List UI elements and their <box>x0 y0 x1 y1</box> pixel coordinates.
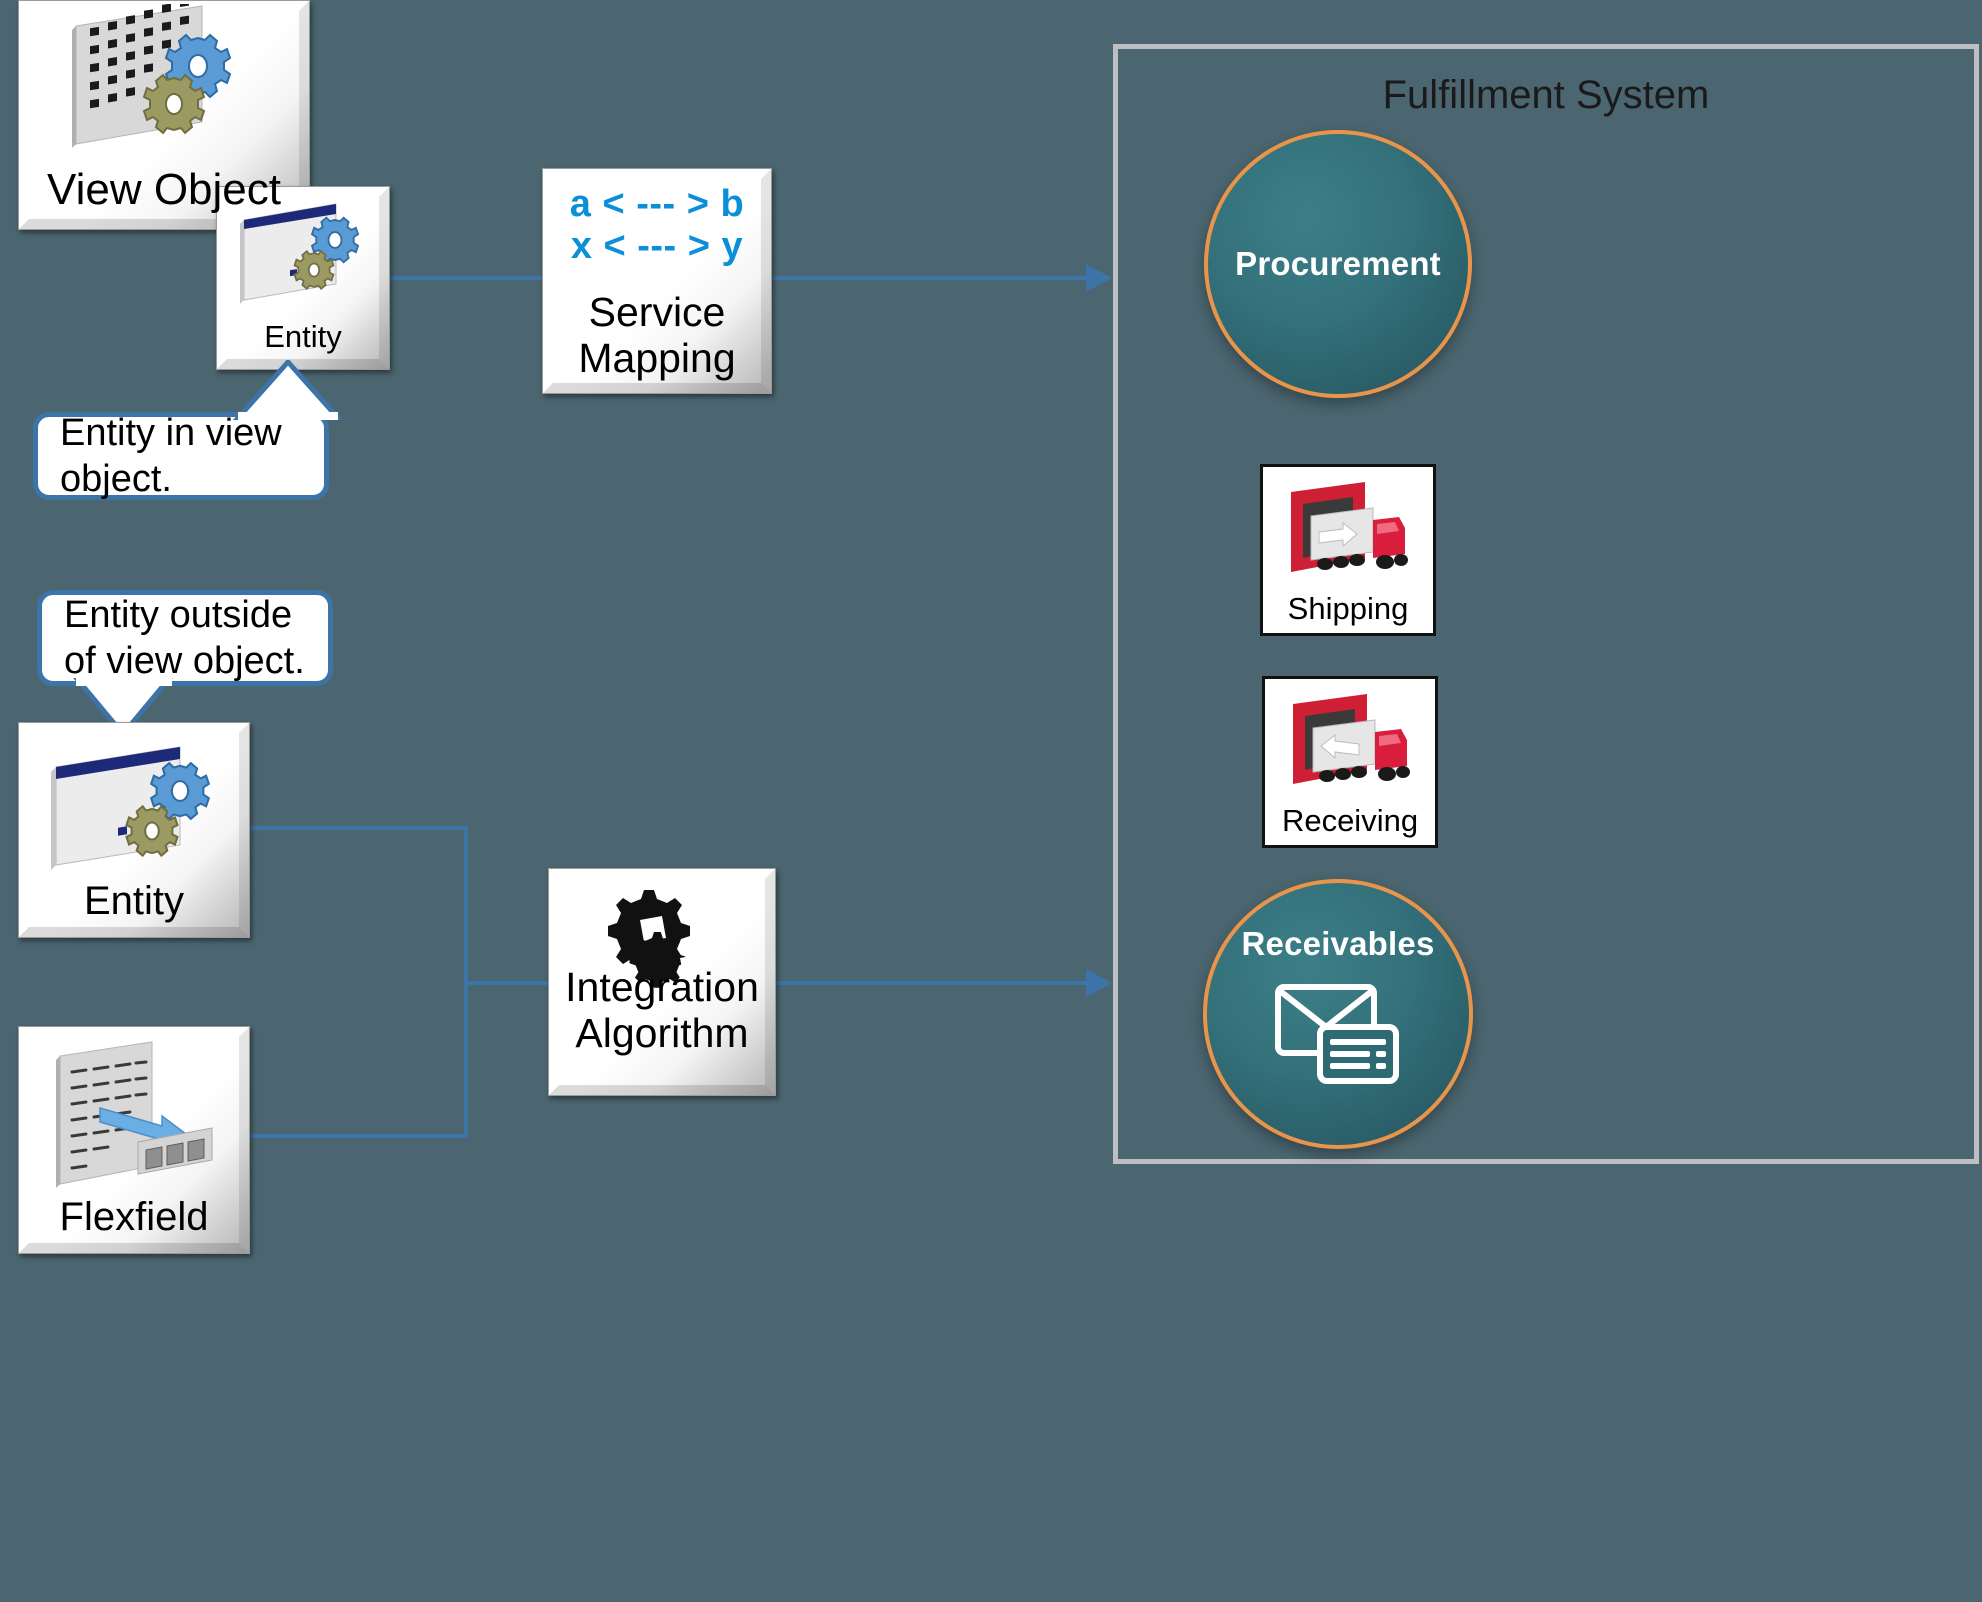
receiving-label: Receiving <box>1281 803 1419 838</box>
receivables-circle[interactable]: Receivables <box>1203 879 1473 1149</box>
entity-in-view-object-label: Entity <box>264 319 342 354</box>
view-object-tile[interactable]: View Object <box>18 0 310 230</box>
connector-integration-to-fulfillment <box>772 981 1090 985</box>
entity-outside-view-object-label: Entity <box>83 879 185 923</box>
receivables-label: Receivables <box>1241 925 1435 962</box>
flexfield-tile[interactable]: Flexfield <box>18 1026 250 1254</box>
integration-algorithm-title-line-2: Algorithm <box>575 1010 749 1056</box>
service-mapping-title-line-1: Service <box>588 288 726 335</box>
flexfield-label: Flexfield <box>59 1195 209 1239</box>
arrow-service-mapping-to-fulfillment <box>1086 264 1112 292</box>
callout-entity-in-view-object-tail <box>232 360 344 420</box>
integration-algorithm-tile[interactable]: Integration Algorithm <box>548 868 776 1096</box>
connector-service-mapping-to-fulfillment <box>770 276 1090 280</box>
callout2-line1: Entity outside <box>64 593 293 636</box>
callout-entity-in-view-object-text: Entity in view object. <box>60 410 282 503</box>
connector-elbow-to-integration <box>464 981 556 985</box>
service-mapping-line-1: a < --- > b <box>569 182 745 225</box>
callout2-line2: of view object. <box>64 640 305 682</box>
procurement-circle[interactable]: Procurement <box>1204 130 1472 398</box>
truck-loading-dock-outbound-icon <box>1263 475 1433 587</box>
service-mapping-line-2: x < --- > y <box>570 225 744 268</box>
shipping-tile[interactable]: Shipping <box>1260 464 1436 636</box>
arrow-integration-to-fulfillment <box>1086 969 1112 997</box>
integration-algorithm-title-line-1: Integration <box>565 964 759 1011</box>
connector-entity-to-service-mapping <box>388 276 553 280</box>
callout-entity-outside-view-object: Entity outside of view object. <box>37 590 333 686</box>
view-object-grid-gears-icon <box>19 4 309 148</box>
service-mapping-expressions: a < --- > b x < --- > y <box>570 183 744 268</box>
view-object-label: View Object <box>47 165 281 214</box>
service-mapping-tile[interactable]: a < --- > b x < --- > y Service Mapping <box>542 168 772 394</box>
connector-flexfield-elbow-bottom <box>250 1134 468 1138</box>
envelope-invoice-icon <box>1268 977 1408 1094</box>
integration-algorithm-title: Integration Algorithm <box>565 964 759 1057</box>
service-mapping-title-line-2: Mapping <box>578 334 736 381</box>
callout-entity-outside-view-object-tail <box>73 678 173 738</box>
callout-entity-in-view-object: Entity in view object. <box>33 412 329 500</box>
service-mapping-title: Service Mapping <box>578 288 736 382</box>
shipping-label: Shipping <box>1287 591 1409 626</box>
callout-entity-outside-view-object-text: Entity outside of view object. <box>64 592 305 685</box>
procurement-label: Procurement <box>1235 245 1441 282</box>
receiving-tile[interactable]: Receiving <box>1262 676 1438 848</box>
fulfillment-system-title: Fulfillment System <box>1382 73 1710 117</box>
fulfillment-system-panel: Fulfillment System <box>1113 44 1979 1164</box>
entity-outside-view-object-tile[interactable]: Entity <box>18 722 250 938</box>
connector-entity-outside-elbow-top <box>250 826 468 830</box>
truck-loading-dock-inbound-icon <box>1265 687 1435 799</box>
entity-window-gears-icon <box>217 197 389 317</box>
entity-window-gears-icon <box>19 737 249 877</box>
flexfield-arrow-segments-icon <box>19 1039 249 1189</box>
callout1-line2: object. <box>60 458 172 500</box>
